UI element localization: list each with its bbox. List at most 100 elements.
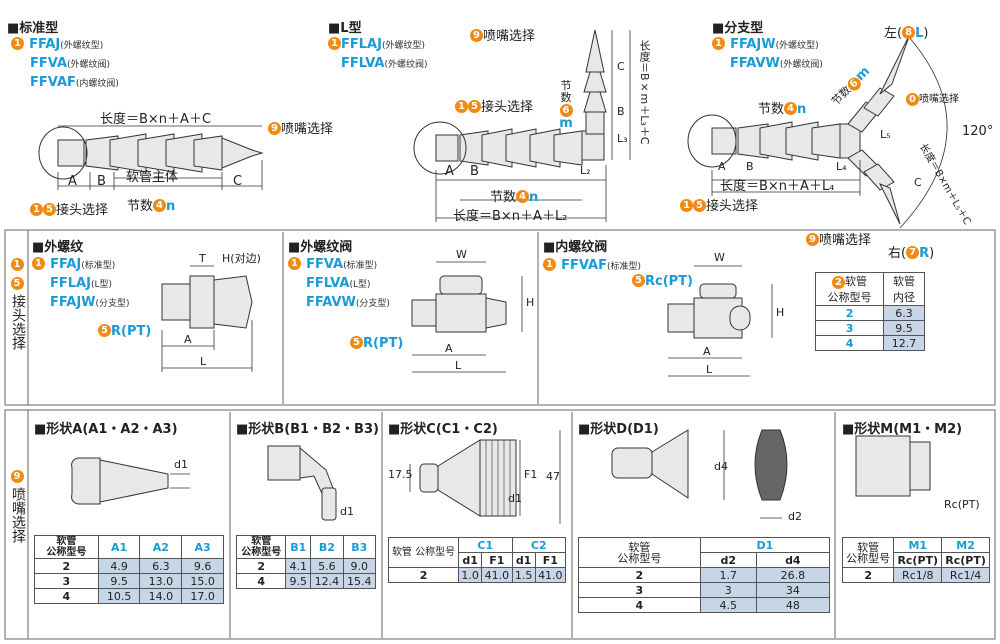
head: 公称型号 <box>617 551 662 565</box>
nozzle-m-title: ■形状M(M1・M2) <box>842 422 963 437</box>
badge-9: 9 <box>10 470 24 483</box>
rc-pt: Rc(PT) <box>645 274 693 289</box>
col: B1 <box>285 535 312 559</box>
label: 右( <box>888 246 907 261</box>
sub: Rc(PT) <box>893 552 943 568</box>
code-ffajw: FFAJW <box>730 37 776 52</box>
note: (外螺纹型) <box>381 41 425 51</box>
label: 节数 <box>127 199 154 214</box>
dim-47: 47 <box>546 470 560 483</box>
nozzle-m-drawing <box>855 435 931 497</box>
cell: 1.7 <box>699 567 757 583</box>
badge-9: 9 <box>470 29 483 42</box>
dim-d4: d4 <box>714 460 728 473</box>
cell: 4 <box>235 573 287 589</box>
badge-7: 7 <box>906 246 920 259</box>
dim-a: A <box>445 164 454 179</box>
label: 喷嘴选择 <box>919 94 959 105</box>
fvalve-code-list: 1 FFVAF(标准型) <box>543 254 641 273</box>
male-joint-drawing <box>161 275 253 329</box>
male-code-list: 1 FFAJ(标准型) FFLAJ(L型) FFAJW(分支型) <box>32 253 130 310</box>
note: (标准型) <box>81 261 116 271</box>
label: 左( <box>884 26 903 41</box>
badge-0: 0 <box>906 92 919 106</box>
badge-5: 5 <box>10 277 24 290</box>
dim-17-5: 17.5 <box>388 468 413 481</box>
cell: 1.0 <box>458 567 483 583</box>
note: (外螺纹型) <box>775 41 819 51</box>
label: 喷嘴选择 <box>483 29 536 44</box>
cell: 2 <box>34 558 99 574</box>
code: FFAJW <box>50 295 96 310</box>
cell: 9.5 <box>883 320 925 336</box>
male-title: ■外螺纹 <box>32 240 84 255</box>
r-pt: R(PT) <box>111 324 152 339</box>
dim-d1: d1 <box>174 458 188 471</box>
cell: 3 <box>699 582 757 598</box>
nozzle-a-drawing <box>71 457 169 505</box>
l-type-hose-drawing <box>435 29 607 168</box>
male-valve-drawing <box>411 275 507 333</box>
nozzle-a-title: ■形状A(A1・A2・A3) <box>34 422 178 437</box>
code-ffva: FFVA <box>30 56 68 71</box>
dim-h: H(对边) <box>222 252 261 265</box>
badge-5: 5 <box>43 203 56 216</box>
dim-b: B <box>617 105 625 118</box>
dim-b: B <box>746 160 754 173</box>
note: (标准型) <box>343 261 378 271</box>
cell: 5.6 <box>310 558 344 574</box>
cell: 2 <box>841 567 895 583</box>
label: 接头选择 <box>56 203 109 218</box>
dim-h: H <box>526 296 535 309</box>
cell: 4 <box>34 588 99 604</box>
note: (分支型) <box>95 299 130 309</box>
angle-label: 120° <box>962 124 994 139</box>
r-code: R <box>919 246 930 261</box>
cell: 17.0 <box>181 588 224 604</box>
badge-1: 1 <box>32 257 45 270</box>
head: 软管 <box>56 536 77 547</box>
dim-c: C <box>914 176 922 189</box>
standard-code-list: 1 FFAJ(外螺纹型) FFVA(外螺纹阀) FFVAF(内螺纹阀) <box>11 33 119 90</box>
cell: Rc1/4 <box>941 567 990 583</box>
col: A3 <box>181 535 224 559</box>
dim-w: W <box>456 248 467 261</box>
joint-section-frame <box>4 229 996 406</box>
nozzle-b-title: ■形状B(B1・B2・B3) <box>236 422 379 437</box>
dim-a: A <box>445 342 453 355</box>
side-label: 接头选择 <box>10 294 26 350</box>
dim-l: L <box>455 359 462 372</box>
col: B3 <box>342 535 377 559</box>
head: 软管 <box>857 540 880 554</box>
cell: 6.3 <box>883 305 925 321</box>
code-ffvaf: FFVAF <box>30 75 76 90</box>
dim-l: L <box>200 355 207 368</box>
branch-hose-drawing <box>711 33 911 225</box>
cell: 9.5 <box>285 573 312 589</box>
l-type-count-vertical: 节数6m <box>558 80 574 131</box>
cell: 41.0 <box>534 567 567 583</box>
dim-l5: L₅ <box>880 128 891 141</box>
code: FFLVA <box>306 276 350 291</box>
nozzle-d-drawing <box>611 429 788 501</box>
label: 接头选择 <box>706 199 759 214</box>
head: 公称型号 <box>846 551 891 565</box>
cell: 3 <box>578 582 701 598</box>
badge-5: 5 <box>632 274 645 287</box>
nozzle-b-drawing <box>267 445 337 521</box>
note: (分支型) <box>355 299 390 309</box>
head: 软管 <box>845 275 868 288</box>
badge-1: 1 <box>712 37 725 50</box>
cell: 48 <box>755 597 831 613</box>
cell: 15.4 <box>342 573 377 589</box>
dim-f1: F1 <box>524 468 538 481</box>
